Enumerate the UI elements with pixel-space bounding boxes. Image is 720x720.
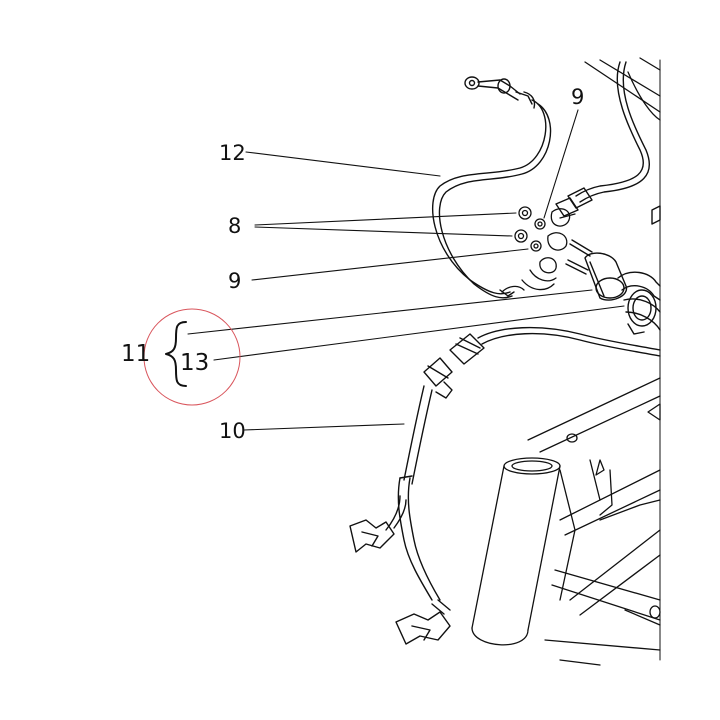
leader-13: [213, 305, 625, 361]
label-13: 13: [180, 350, 209, 376]
leader-10: [243, 423, 405, 431]
cable-upper-right: [555, 61, 651, 217]
leader-8-upper: [254, 212, 517, 226]
leader-12: [245, 151, 441, 177]
leader-9-top: [543, 109, 579, 219]
nut-8-lower: [514, 229, 528, 243]
nut-8-upper: [518, 206, 532, 220]
label-8: 8: [228, 214, 241, 238]
leader-8-lower: [254, 226, 513, 237]
cable-12: [432, 76, 552, 299]
label-10: 10: [219, 419, 246, 443]
fastener-cluster: [501, 206, 576, 293]
highlight-circle: [143, 308, 241, 406]
frame-structure: [471, 57, 661, 666]
label-11: 11: [121, 341, 150, 367]
cable-10: [349, 326, 661, 645]
label-9-top: 9: [571, 85, 584, 109]
leader-11: [187, 289, 593, 335]
washer-9-upper: [534, 218, 546, 230]
leader-9-bottom: [251, 248, 529, 281]
label-9-left: 9: [228, 269, 241, 293]
leader-lines: [187, 109, 625, 431]
relay-assembly: [565, 205, 661, 335]
label-12: 12: [219, 141, 246, 165]
washer-9-lower: [530, 240, 542, 252]
group-brace: [165, 321, 187, 387]
